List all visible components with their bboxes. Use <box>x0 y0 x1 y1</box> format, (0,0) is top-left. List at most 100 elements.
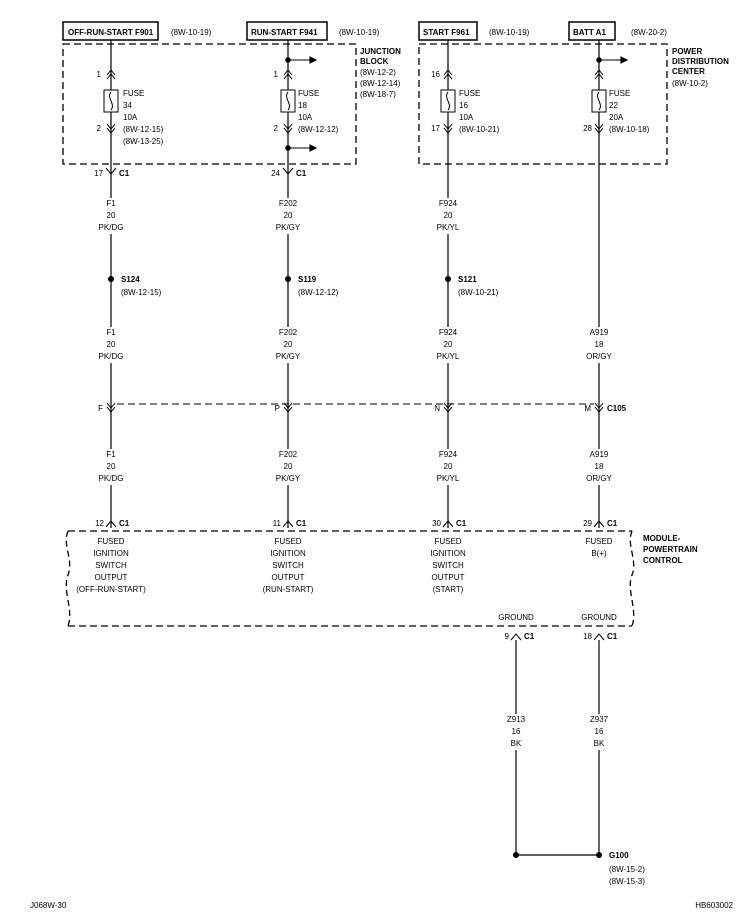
source-header-2: RUN-START F941 (8W-10-19) <box>246 21 380 41</box>
fuse-in-pin: 16 <box>431 70 440 79</box>
fuse-label: FUSE <box>123 89 144 98</box>
wire-circuit: F924 <box>439 199 458 208</box>
connector-id: C1 <box>524 632 535 641</box>
c105-name: C105 <box>607 404 627 413</box>
connector-id: C1 <box>296 169 307 178</box>
fuse-3: 16 17 FUSE 16 10A (8W-10-21) <box>431 69 500 134</box>
jb-connector-2: 24 C1 <box>271 167 307 178</box>
function-line: FUSED <box>97 537 124 546</box>
source-header-1: OFF-RUN-START F901 (8W-10-19) <box>62 21 212 41</box>
splice-name: S124 <box>121 275 140 284</box>
wire-color: PK/YL <box>437 474 460 483</box>
splice-ref: (8W-12-12) <box>298 288 339 297</box>
wire-label-mid-4: A919 18 OR/GY <box>585 327 613 363</box>
wire-gauge: 20 <box>444 462 453 471</box>
connector-pin: 29 <box>583 519 592 528</box>
fuse-ref: (8W-10-21) <box>459 125 500 134</box>
splice-3: S121 (8W-10-21) <box>445 275 499 297</box>
pcm-title: MODULE- <box>643 534 681 543</box>
pcm-connector-3: 30 C1 <box>432 519 467 528</box>
splice-ref: (8W-10-21) <box>458 288 499 297</box>
pcm-title: POWERTRAIN <box>643 545 698 554</box>
source-name: BATT A1 <box>573 28 606 37</box>
junction-block-label: JUNCTION BLOCK (8W-12-2) (8W-12-14) (8W-… <box>360 47 401 99</box>
fuse-amperage: 10A <box>123 113 138 122</box>
function-line: IGNITION <box>93 549 129 558</box>
junction-title: BLOCK <box>360 57 389 66</box>
wire-circuit: Z937 <box>590 715 609 724</box>
fuse-out-pin: 28 <box>583 124 592 133</box>
wire-circuit: Z913 <box>507 715 526 724</box>
c105-pin: F <box>98 404 103 413</box>
source-name: START F961 <box>423 28 470 37</box>
wire-circuit: F1 <box>106 199 116 208</box>
wire-circuit: A919 <box>590 328 609 337</box>
fuse-label: FUSE <box>459 89 480 98</box>
wire-gauge: 20 <box>444 211 453 220</box>
wire-label-lower-2: F202 20 PK/GY <box>274 449 302 485</box>
pcm-function-1: FUSED IGNITION SWITCH OUTPUT (OFF-RUN-ST… <box>76 537 146 594</box>
connector-pin: 12 <box>95 519 104 528</box>
fuse-out-pin: 2 <box>274 124 279 133</box>
connector-id: C1 <box>296 519 307 528</box>
function-line: (RUN-START) <box>263 585 314 594</box>
wire-circuit: F924 <box>439 328 458 337</box>
wire-label-mid-3: F924 20 PK/YL <box>434 327 462 363</box>
function-line: (OFF-RUN-START) <box>76 585 146 594</box>
wires <box>110 40 600 856</box>
fuse-number: 18 <box>298 101 307 110</box>
connector-id: C1 <box>119 169 130 178</box>
pcm-connector-1: 12 C1 <box>95 519 130 528</box>
wire-label-upper-2: F202 20 PK/GY <box>274 198 302 234</box>
ground-1: GROUND 9 C1 Z913 16 BK <box>498 613 535 750</box>
source-header-4: BATT A1 (8W-20-2) <box>568 21 667 41</box>
pdc-outline <box>418 43 668 165</box>
wire-circuit: F202 <box>279 328 298 337</box>
function-line: SWITCH <box>432 561 464 570</box>
splice-1: S124 (8W-12-15) <box>108 275 162 297</box>
connector-pin: 18 <box>583 632 592 641</box>
fuse-4: 28 FUSE 22 20A (8W-10-18) <box>583 69 650 134</box>
fuse-1: 1 2 FUSE 34 10A (8W-12-15) (8W-13-25) <box>97 69 164 146</box>
connector-c105: F P N M C105 <box>98 402 627 413</box>
pcm-function-2: FUSED IGNITION SWITCH OUTPUT (RUN-START) <box>263 537 314 594</box>
fuse-out-pin: 2 <box>97 124 102 133</box>
g100-ground: G100 (8W-15-2) (8W-15-3) <box>513 851 645 886</box>
wire-label-upper-1: F1 20 PK/DG <box>98 198 124 234</box>
wire-circuit: F202 <box>279 450 298 459</box>
function-line: OUTPUT <box>432 573 465 582</box>
source-ref: (8W-20-2) <box>631 28 667 37</box>
wire-gauge: 16 <box>512 727 521 736</box>
wire-color: PK/DG <box>99 474 124 483</box>
fuse-label: FUSE <box>609 89 630 98</box>
connector-pin: 17 <box>94 169 103 178</box>
splice-name: S119 <box>298 275 317 284</box>
pcm-outline <box>65 530 635 627</box>
wire-gauge: 20 <box>284 211 293 220</box>
wire-gauge: 20 <box>107 462 116 471</box>
wire-label-mid-1: F1 20 PK/DG <box>98 327 124 363</box>
fuse-label: FUSE <box>298 89 319 98</box>
pcm-connector-2: 11 C1 <box>273 519 307 528</box>
source-name: OFF-RUN-START F901 <box>68 28 154 37</box>
pcm-title: CONTROL <box>643 556 683 565</box>
splice-2: S119 (8W-12-12) <box>285 275 339 297</box>
source-header-3: START F961 (8W-10-19) <box>418 21 530 41</box>
source-ref: (8W-10-19) <box>339 28 380 37</box>
g100-ref: (8W-15-3) <box>609 877 645 886</box>
function-line: IGNITION <box>270 549 306 558</box>
junction-block-outline <box>62 43 357 165</box>
c105-pin: M <box>584 404 591 413</box>
pcm-label: MODULE- POWERTRAIN CONTROL <box>643 534 698 565</box>
wire-gauge: 20 <box>284 462 293 471</box>
fuse-ref: (8W-13-25) <box>123 137 164 146</box>
connector-pin: 30 <box>432 519 441 528</box>
wire-color: PK/DG <box>99 223 124 232</box>
wire-gauge: 20 <box>107 211 116 220</box>
pdc-title: POWER <box>672 47 702 56</box>
function-line: FUSED <box>585 537 612 546</box>
wire-label-lower-4: A919 18 OR/GY <box>585 449 613 485</box>
wire-color: PK/YL <box>437 352 460 361</box>
junction-ref: (8W-12-14) <box>360 79 401 88</box>
